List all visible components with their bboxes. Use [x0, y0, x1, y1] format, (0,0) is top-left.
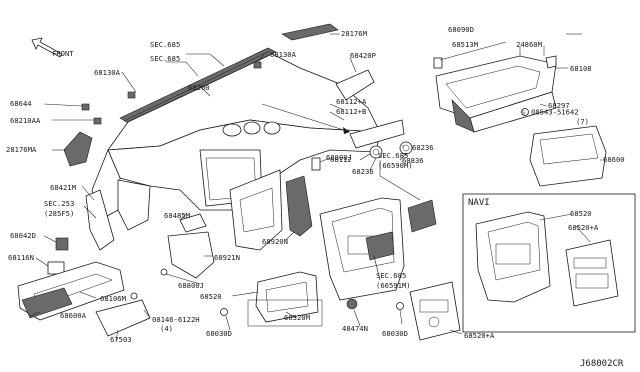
label-68030d-2: 68030D [382, 329, 408, 338]
label-67503: 67503 [110, 335, 132, 344]
center-stack-68520 [319, 197, 405, 301]
label-68520: 68520 [200, 292, 222, 301]
clip-68130a-right [253, 61, 262, 69]
label-08146: 08146-6122H [152, 315, 200, 324]
arrow-icon [343, 127, 350, 134]
label-68236-1: 68236 [412, 143, 434, 152]
label-68116n: 68116N [8, 253, 34, 262]
glove-box-assembly [433, 55, 557, 133]
label-68600: 68600 [603, 155, 625, 164]
heater-control-68520a [409, 281, 461, 341]
front-label: FRONT [52, 49, 74, 58]
label-68421m: 68421M [50, 183, 77, 192]
clip-68210aa [93, 117, 102, 125]
vent-66591m [365, 231, 395, 261]
screw-68030d [220, 308, 228, 316]
label-68836: 68836 [402, 156, 424, 165]
callout-box [247, 299, 323, 327]
label-sec685-c: SEC.685 [378, 151, 408, 160]
navi-control-unit [565, 239, 619, 307]
knob-48474n [346, 298, 358, 310]
label-68520-navi: 68520 [570, 209, 592, 218]
speaker-grille-left [63, 131, 93, 167]
label-28176m: 28176M [341, 29, 368, 38]
label-68297: 68297 [548, 101, 570, 110]
clip-68644 [81, 103, 90, 111]
front-arrow-icon [31, 37, 63, 58]
label-68921n: 68921N [214, 253, 240, 262]
knee-trim-68600a [21, 287, 73, 319]
label-68420p: 68420P [350, 51, 376, 60]
label-68520m: 68520M [284, 313, 311, 322]
label-68112b: 68112+B [336, 107, 366, 116]
label-68042d: 68042D [10, 231, 36, 240]
label-sec685-c-sub: (66590M) [378, 161, 413, 170]
center-lower-68921n [167, 231, 215, 279]
svg-text:S: S [522, 111, 525, 117]
label-sec685-d: SEC.685 [376, 271, 406, 280]
label-sec253: SEC.253 [44, 199, 74, 208]
label-68485m: 68485M [164, 211, 191, 220]
label-08543-qty: (7) [576, 117, 589, 126]
side-trim-68421m [85, 189, 115, 251]
speaker-grille-right [281, 23, 339, 41]
label-sec685-d-sub: (66591M) [376, 281, 411, 290]
bracket-68485m [179, 213, 207, 233]
switch-68042d [55, 237, 69, 251]
clip-68130a-left [127, 91, 136, 99]
label-68130a-2: 68130A [270, 50, 297, 59]
gauge-pod [349, 119, 405, 149]
label-28176ma: 28176MA [6, 145, 37, 154]
navi-label: NAVI [468, 198, 490, 208]
navi-bezel [475, 211, 551, 303]
label-68513m: 68513M [452, 40, 479, 49]
label-68112a: 68112+A [336, 97, 367, 106]
navi-inset-frame [462, 193, 636, 333]
vent-66590m [407, 199, 437, 233]
screw-icon [521, 108, 529, 116]
pocket-68520m [255, 271, 319, 323]
label-08146-qty: (4) [160, 324, 173, 333]
console-side-68920n [285, 175, 313, 237]
label-sec685-a: SEC.685 [150, 40, 180, 49]
instrument-panel-body [91, 47, 381, 251]
label-68112: 68112 [330, 155, 352, 164]
label-68108: 68108 [570, 64, 592, 73]
label-68644: 68644 [10, 99, 32, 108]
label-68800j-2: 68800J [178, 281, 204, 290]
glove-box-lid [529, 125, 607, 187]
label-68520a: 68520+A [464, 331, 495, 340]
side-vent-right [335, 69, 375, 101]
label-68600a: 68600A [60, 311, 87, 320]
label-68106m: 68106M [100, 294, 127, 303]
label-24860m: 24860M [516, 40, 543, 49]
label-68200: 68200 [188, 83, 210, 92]
label-68030d-1: 68030D [206, 329, 232, 338]
label-68236-2: 68236 [352, 167, 374, 176]
label-68090d: 68090D [448, 25, 474, 34]
label-68800j-1: 68800J [326, 153, 352, 162]
diagram-code: J68002CR [580, 359, 624, 369]
label-48474n: 48474N [342, 324, 368, 333]
label-68130a-1: 68130A [94, 68, 121, 77]
panel-67503 [95, 299, 151, 337]
label-sec253-sub: (285F5) [44, 209, 74, 218]
label-68920n: 68920N [262, 237, 288, 246]
label-68210aa: 68210AA [10, 116, 41, 125]
label-68520a-navi: 68520+A [568, 223, 599, 232]
label-sec685-b: SEC.685 [150, 54, 180, 63]
label-08543: 08543-51642 [531, 108, 579, 117]
leader-lines [29, 33, 602, 341]
